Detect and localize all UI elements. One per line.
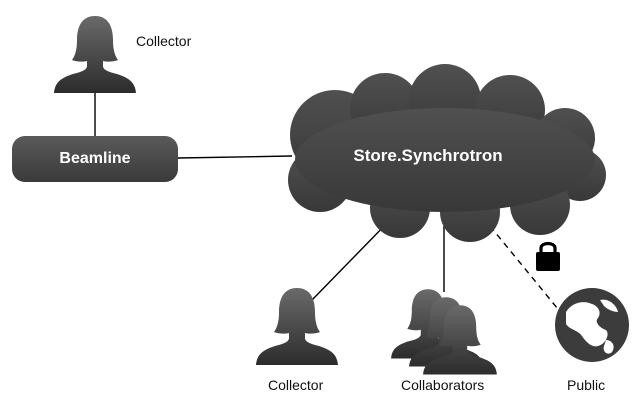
beamline-node: Beamline — [12, 136, 178, 182]
public-label: Public — [567, 377, 606, 393]
line-store-public — [489, 225, 563, 315]
person-silhouette-icon — [256, 288, 338, 365]
line-beamline-store — [177, 155, 293, 159]
beamline-label: Beamline — [59, 150, 131, 167]
line-store-collector — [311, 217, 393, 301]
store-cloud — [288, 64, 606, 242]
collector-label-top: Collector — [136, 33, 192, 49]
globe-icon — [555, 288, 629, 362]
person-silhouette-icon — [54, 16, 136, 93]
connector-lines — [94, 88, 563, 315]
collaborators-label: Collaborators — [401, 377, 485, 393]
people-group-icon — [391, 289, 497, 375]
collector-label-bottom: Collector — [268, 377, 324, 393]
store-label: Store.Synchrotron — [353, 146, 503, 165]
lock-icon — [536, 241, 560, 271]
